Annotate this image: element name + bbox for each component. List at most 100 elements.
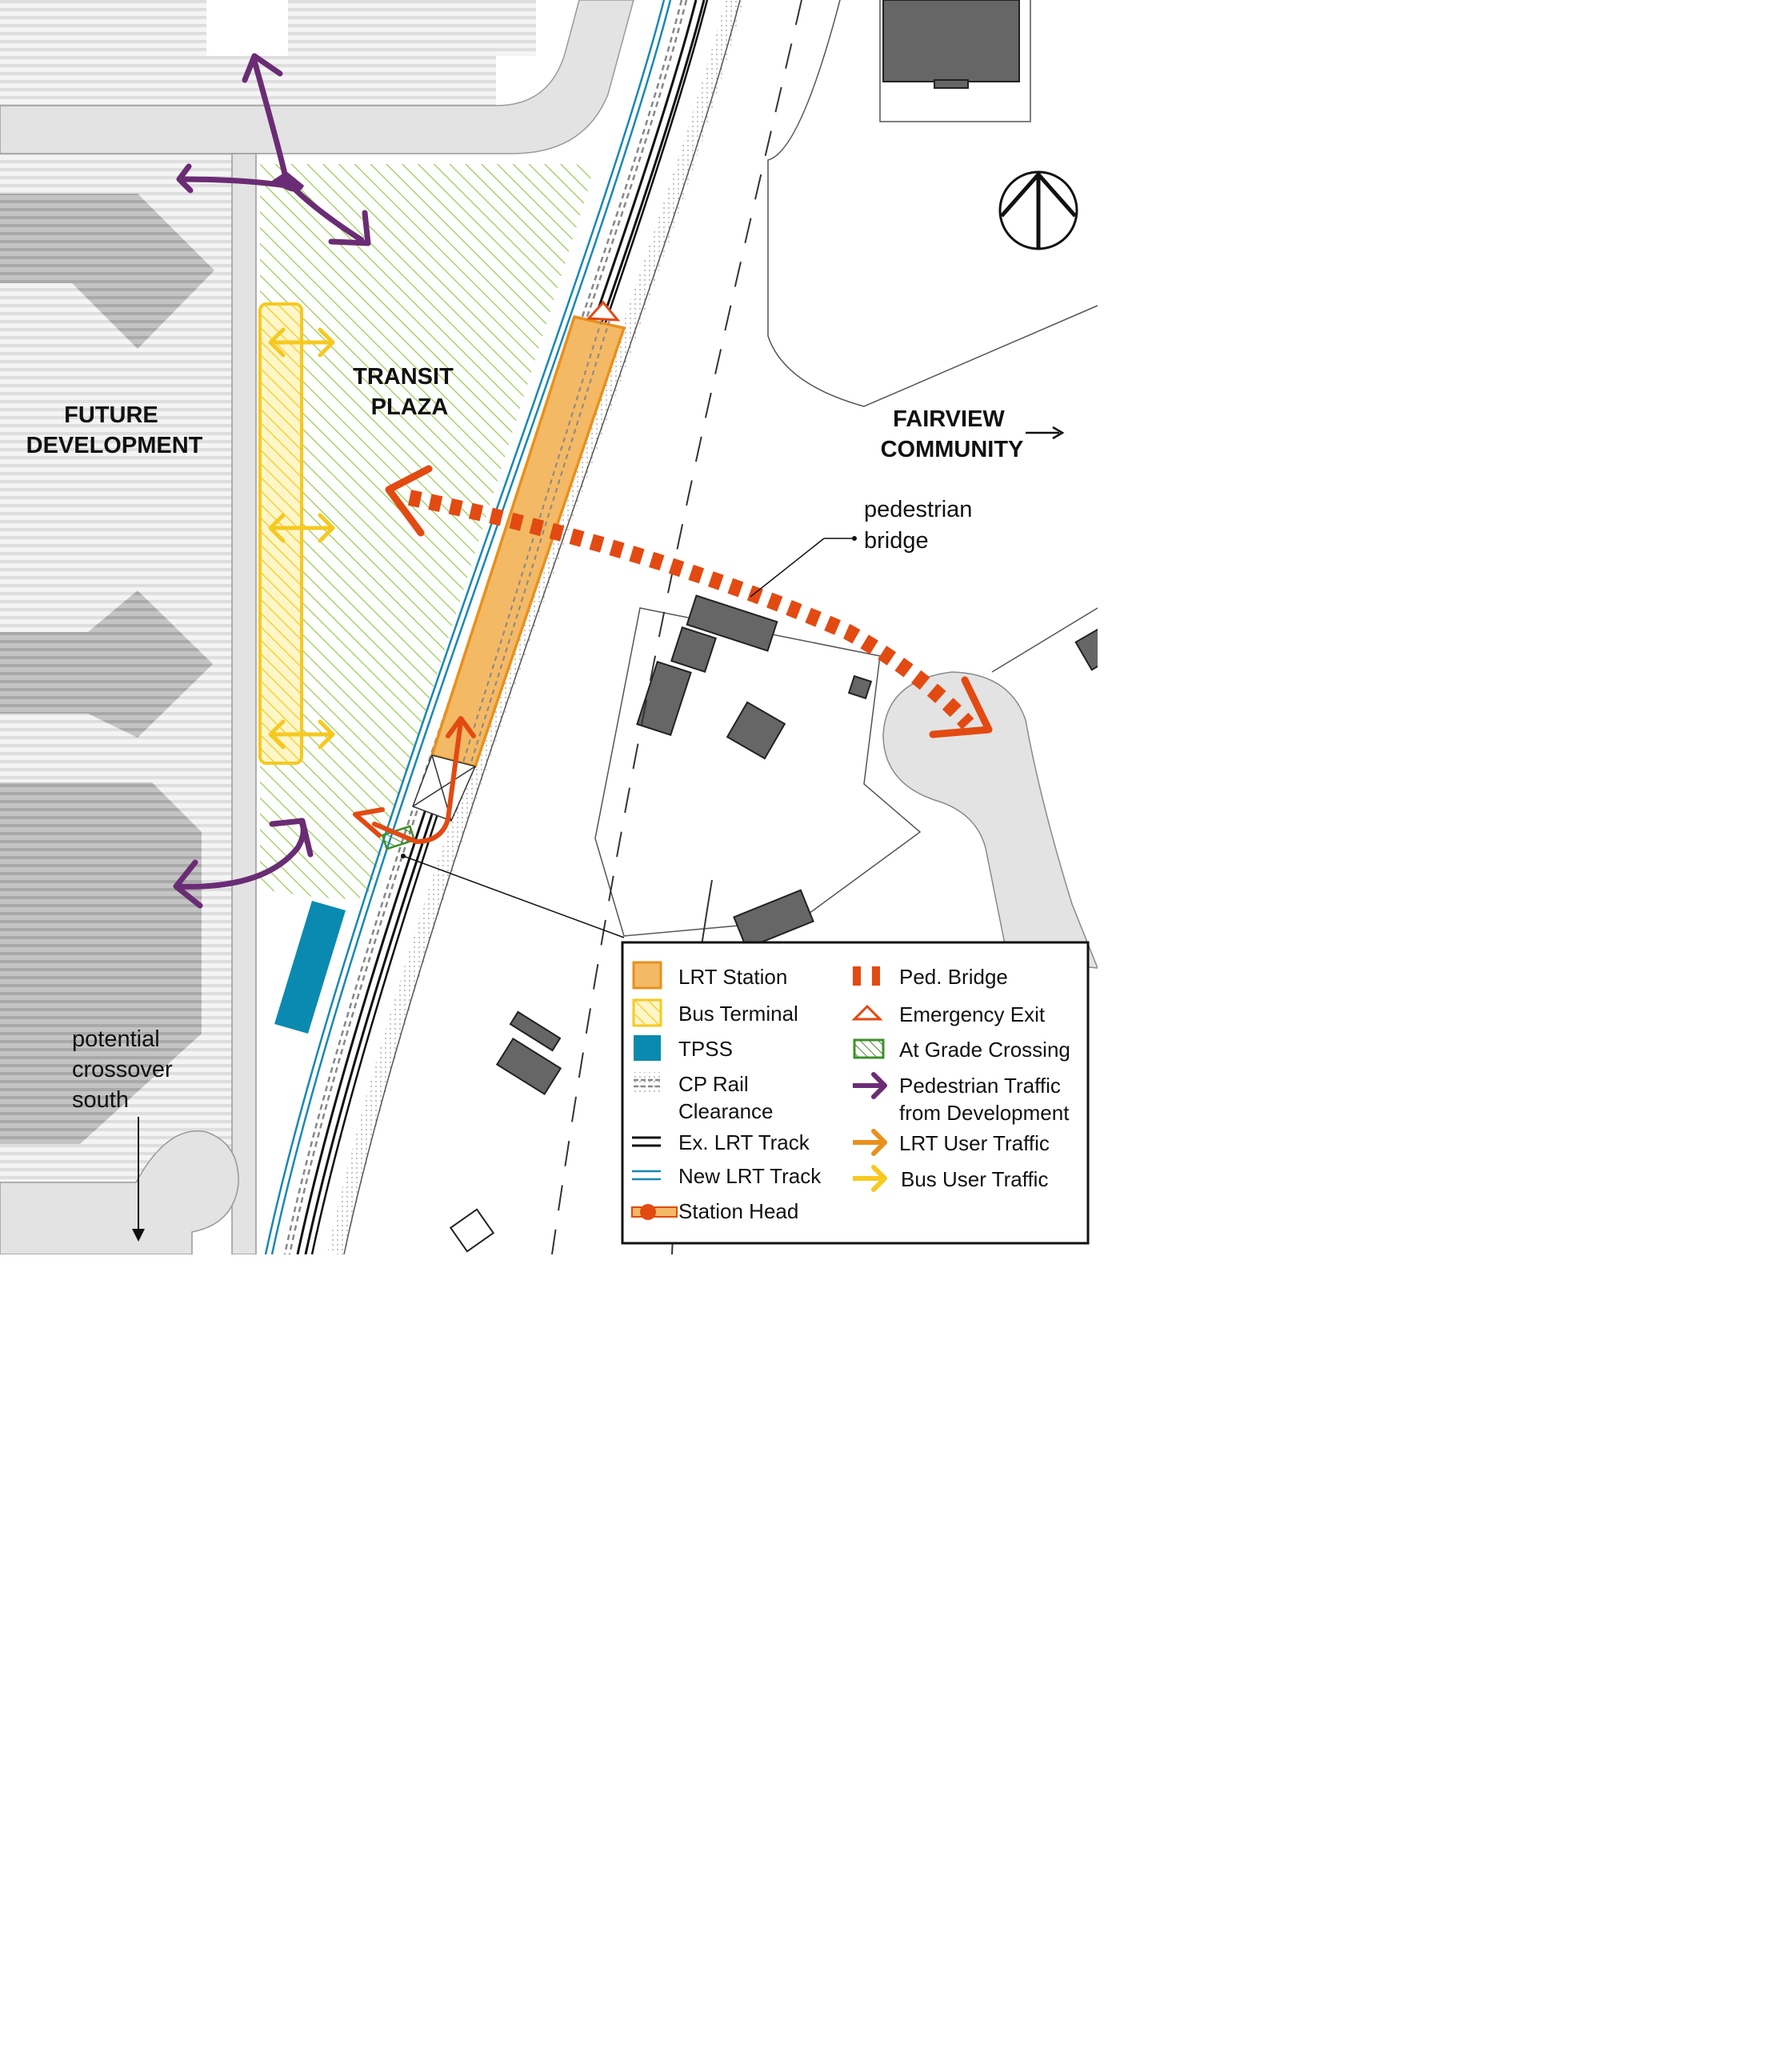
arrow-right-icon bbox=[1026, 426, 1065, 440]
legend-label-station-head: Station Head bbox=[678, 1199, 798, 1223]
legend-symbol-new-track bbox=[632, 1170, 661, 1181]
road-east-cul-de-sac bbox=[882, 671, 1098, 969]
building-east-4 bbox=[726, 701, 786, 760]
building-west-3 bbox=[0, 782, 202, 1144]
building-southeast-2 bbox=[495, 1037, 562, 1096]
bus-arrow-2 bbox=[268, 513, 335, 543]
legend-symbol-lrt-arrow bbox=[853, 1129, 887, 1156]
tpss-building bbox=[274, 901, 346, 1034]
parcel-line-southeast bbox=[991, 607, 1098, 673]
ped-bridge-path bbox=[408, 490, 974, 730]
legend-label-emergency-exit: Emergency Exit bbox=[899, 1002, 1046, 1026]
ped-bridge-arrowhead-west bbox=[385, 465, 433, 537]
road-north-curve bbox=[0, 0, 634, 154]
road-west-vertical bbox=[231, 153, 257, 1254]
legend-label-lrt-traffic: LRT User Traffic bbox=[899, 1131, 1050, 1155]
cp-rail-line bbox=[288, 0, 688, 1254]
legend-symbol-bus-arrow bbox=[853, 1165, 887, 1192]
legend: LRT Station Bus Terminal TPSS CP Rail Cl… bbox=[621, 941, 1090, 1245]
emergency-exit-icon bbox=[586, 300, 621, 322]
building-east-6 bbox=[733, 889, 814, 950]
platform-centerline bbox=[454, 319, 610, 817]
building-east-5 bbox=[847, 674, 873, 700]
legend-label-tpss: TPSS bbox=[678, 1037, 733, 1061]
legend-symbol-ex-track bbox=[632, 1136, 661, 1147]
pedestrian-bridge bbox=[385, 465, 993, 738]
legend-symbol-station-head bbox=[631, 1204, 678, 1220]
legend-symbol-bus-hatch bbox=[632, 998, 662, 1027]
ped-traffic-merge bbox=[272, 171, 304, 192]
transit-plaza-area bbox=[260, 164, 591, 899]
fairview-line-2: COMMUNITY bbox=[881, 437, 1024, 462]
legend-box bbox=[621, 941, 1090, 1245]
parcel-line-east bbox=[767, 0, 1098, 407]
bus-arrow-3 bbox=[268, 719, 335, 750]
crossover-line-1: potential bbox=[72, 1026, 160, 1052]
legend-label-grade-crossing: At Grade Crossing bbox=[899, 1038, 1070, 1062]
development-block-top-left bbox=[0, 0, 206, 56]
building-east-2 bbox=[670, 626, 717, 673]
legend-symbol-station-box bbox=[632, 961, 662, 990]
legend-symbol-grade-crossing bbox=[853, 1038, 885, 1059]
bus-arrow-1 bbox=[268, 327, 335, 358]
transit-plaza-line-1: TRANSIT bbox=[353, 364, 454, 390]
pedestrian-bridge-line-1: pedestrian bbox=[864, 497, 972, 522]
future-development-line-1: FUTURE bbox=[64, 402, 158, 428]
building-northeast bbox=[882, 0, 1020, 82]
legend-symbol-emergency-exit bbox=[851, 1004, 883, 1021]
ped-bridge-arrowhead-east bbox=[929, 676, 993, 738]
new-lrt-track-2 bbox=[270, 0, 672, 1254]
legend-label-ex-track: Ex. LRT Track bbox=[678, 1130, 810, 1154]
new-lrt-track-1 bbox=[264, 0, 666, 1254]
pedestrian-traffic-arrows bbox=[173, 53, 371, 909]
cp-rail-clearance bbox=[327, 0, 743, 1254]
future-development-area bbox=[0, 0, 536, 1182]
future-development-line-2: DEVELOPMENT bbox=[26, 433, 203, 458]
crossover-line-3: south bbox=[72, 1087, 129, 1113]
label-future-development: FUTURE DEVELOPMENT bbox=[26, 402, 203, 458]
development-block-top-strip bbox=[0, 56, 496, 106]
label-transit-plaza: TRANSIT PLAZA bbox=[353, 364, 460, 420]
legend-symbol-ped-bridge bbox=[853, 966, 880, 986]
legend-label-cp-rail: CP Rail Clearance bbox=[678, 1072, 774, 1123]
ped-traffic-west bbox=[178, 176, 290, 189]
legend-label-ped-bridge: Ped. Bridge bbox=[899, 965, 1008, 989]
parcel-line-northeast bbox=[879, 0, 1031, 122]
legend-symbol-tpss-box bbox=[634, 1035, 661, 1061]
fairview-line-1: FAIRVIEW bbox=[893, 406, 1005, 432]
building-east-7 bbox=[1074, 625, 1098, 671]
bus-terminal bbox=[258, 302, 303, 765]
building-west-2 bbox=[0, 590, 213, 738]
road-south-cul-de-sac bbox=[0, 1130, 239, 1254]
road-network bbox=[0, 0, 1098, 1254]
building-west-1 bbox=[0, 194, 214, 349]
pedestrian-bridge-line-2: bridge bbox=[864, 528, 929, 554]
legend-label-bus-traffic: Bus User Traffic bbox=[901, 1167, 1048, 1191]
legend-label-ped-traffic: Pedestrian Traffic from Development bbox=[899, 1074, 1070, 1125]
legend-label-new-track: New LRT Track bbox=[678, 1164, 822, 1188]
legend-symbol-cp-rail bbox=[634, 1072, 662, 1094]
cp-rail-line-2 bbox=[283, 0, 683, 1254]
legend-label-lrt-station: LRT Station bbox=[678, 965, 787, 989]
map-labels: FUTURE DEVELOPMENT TRANSIT PLAZA FAIRVIE… bbox=[26, 364, 1065, 1113]
north-arrow-icon bbox=[998, 170, 1078, 250]
station-site-plan: FUTURE DEVELOPMENT TRANSIT PLAZA FAIRVIE… bbox=[0, 0, 1098, 1254]
lrt-user-traffic-arrow bbox=[372, 719, 463, 845]
bus-user-traffic-arrows bbox=[268, 327, 335, 750]
fairview-community-area bbox=[449, 0, 1098, 1253]
label-pedestrian-bridge: pedestrian bridge bbox=[864, 497, 979, 554]
callout-leaders bbox=[132, 536, 857, 1242]
transit-plaza-line-2: PLAZA bbox=[371, 394, 449, 420]
crossover-line-2: crossover bbox=[72, 1057, 173, 1082]
label-fairview-community: FAIRVIEW COMMUNITY bbox=[881, 406, 1024, 462]
building-southeast-1 bbox=[509, 1010, 562, 1052]
building-east-1 bbox=[686, 594, 778, 652]
building-east-3 bbox=[636, 660, 692, 737]
label-potential-crossover: potential crossover south bbox=[72, 1026, 179, 1113]
legend-label-bus-terminal: Bus Terminal bbox=[678, 1002, 798, 1026]
building-southeast-3 bbox=[449, 1208, 495, 1253]
track-separator bbox=[343, 0, 741, 1254]
building-northeast-step bbox=[934, 79, 969, 89]
parcel-line-middle bbox=[594, 607, 922, 937]
legend-symbol-ped-arrow bbox=[853, 1072, 887, 1099]
